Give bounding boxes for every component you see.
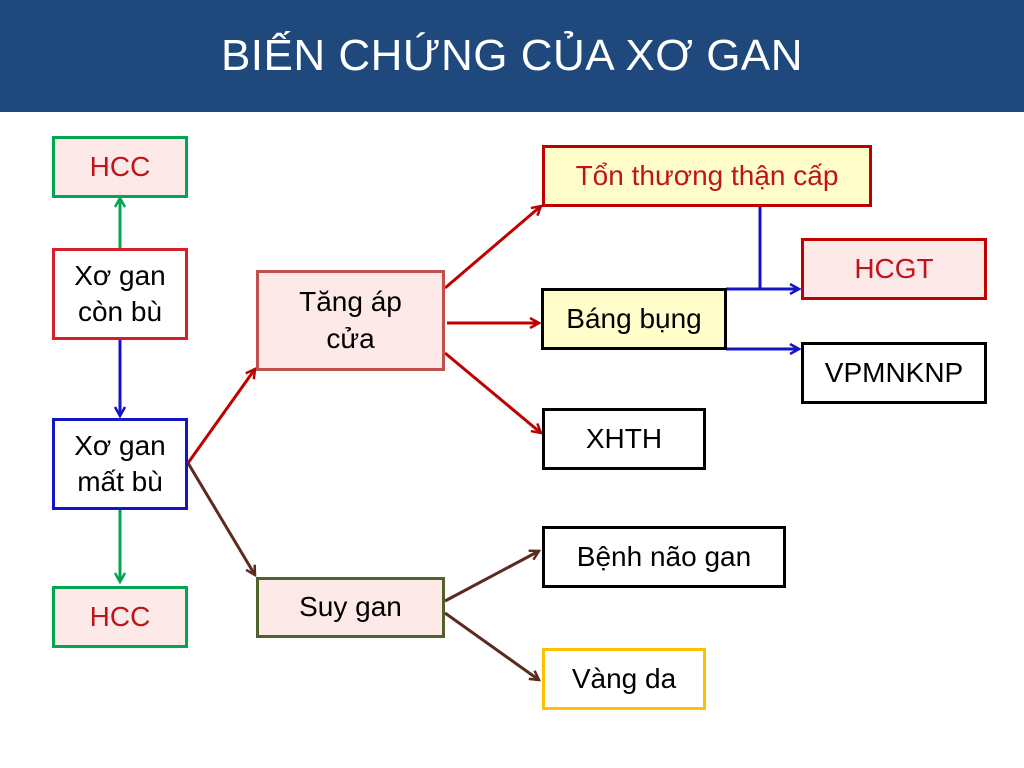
vang-da-label: Vàng da [571,662,677,694]
bang-bung-label: Báng bụng [566,302,702,334]
page-title: BIẾN CHỨNG CỦA XƠ GAN [220,31,804,80]
xo-gan-con-bu-line1: Xơ gan [74,259,166,291]
xhth-label: XHTH [585,422,663,454]
hcgt-label: HCGT [854,252,934,284]
title-bar: BIẾN CHỨNG CỦA XƠ GAN [0,0,1024,112]
suy-gan-box: Suy gan [256,577,445,638]
hcc-bottom-label: HCC [89,600,151,632]
vang-da-box: Vàng da [542,648,706,710]
ton-thuong-than-cap-label: Tổn thương thận cấp [575,159,839,191]
tang-ap-cua-line1: Tăng áp [299,286,402,318]
hcgt-box: HCGT [801,238,987,300]
benh-nao-gan-box: Bệnh não gan [542,526,786,588]
vpmnknp-box: VPMNKNP [801,342,987,404]
xo-gan-con-bu-line2: còn bù [77,296,163,327]
vpmnknp-label: VPMNKNP [824,356,964,388]
tang-ap-cua-line2: cửa [326,322,375,354]
tang-ap-cua-box: Tăng áp cửa [256,270,445,371]
xo-gan-mat-bu-label: Xơ gan mất bù [74,428,166,501]
arrow-suy-gan-to-benh-nao-gan [444,551,539,603]
benh-nao-gan-label: Bệnh não gan [576,540,752,572]
hcc-top-box: HCC [52,136,188,198]
xo-gan-con-bu-label: Xơ gan còn bù [74,258,166,331]
bang-bung-box: Báng bụng [541,288,727,350]
xo-gan-mat-bu-line2: mất bù [77,466,163,497]
ton-thuong-than-cap-box: Tổn thương thận cấp [542,145,872,207]
xo-gan-mat-bu-line1: Xơ gan [74,429,166,461]
arrow-mat-bu-to-tang-ap [186,369,255,464]
arrow-ton-thuong-than-to-hcgt [758,205,799,289]
xhth-box: XHTH [542,408,706,470]
xo-gan-con-bu-box: Xơ gan còn bù [52,248,188,340]
arrow-suy-gan-to-vang-da [444,611,539,680]
xo-gan-mat-bu-box: Xơ gan mất bù [52,418,188,510]
arrow-mat-bu-to-suy-gan [186,462,255,575]
hcc-top-label: HCC [89,150,151,182]
arrow-tang-ap-to-xhth [444,351,541,433]
arrow-tang-ap-to-ton-thuong-than [444,206,541,290]
hcc-bottom-box: HCC [52,586,188,648]
tang-ap-cua-label: Tăng áp cửa [299,284,402,357]
suy-gan-label: Suy gan [299,591,402,623]
